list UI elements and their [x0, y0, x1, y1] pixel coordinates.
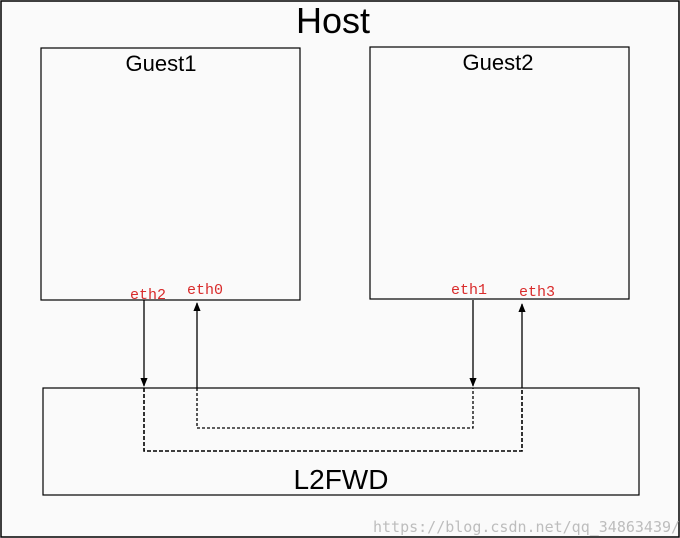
eth2-label: eth2 [130, 287, 166, 304]
guest2-label: Guest2 [463, 50, 534, 75]
guest1-box [40, 47, 301, 301]
forward-path-eth0-eth1 [196, 388, 474, 429]
forward-path-eth2-eth3 [143, 388, 523, 452]
guest2-box [369, 46, 630, 300]
eth1-label: eth1 [451, 282, 487, 299]
watermark: https://blog.csdn.net/qq_34863439/haolip… [373, 518, 680, 536]
eth0-label: eth0 [187, 282, 223, 299]
host-label: Host [296, 0, 370, 41]
guest1-label: Guest1 [126, 51, 197, 76]
l2fwd-box [42, 387, 640, 496]
eth3-label: eth3 [519, 284, 555, 301]
l2fwd-label: L2FWD [294, 464, 389, 495]
